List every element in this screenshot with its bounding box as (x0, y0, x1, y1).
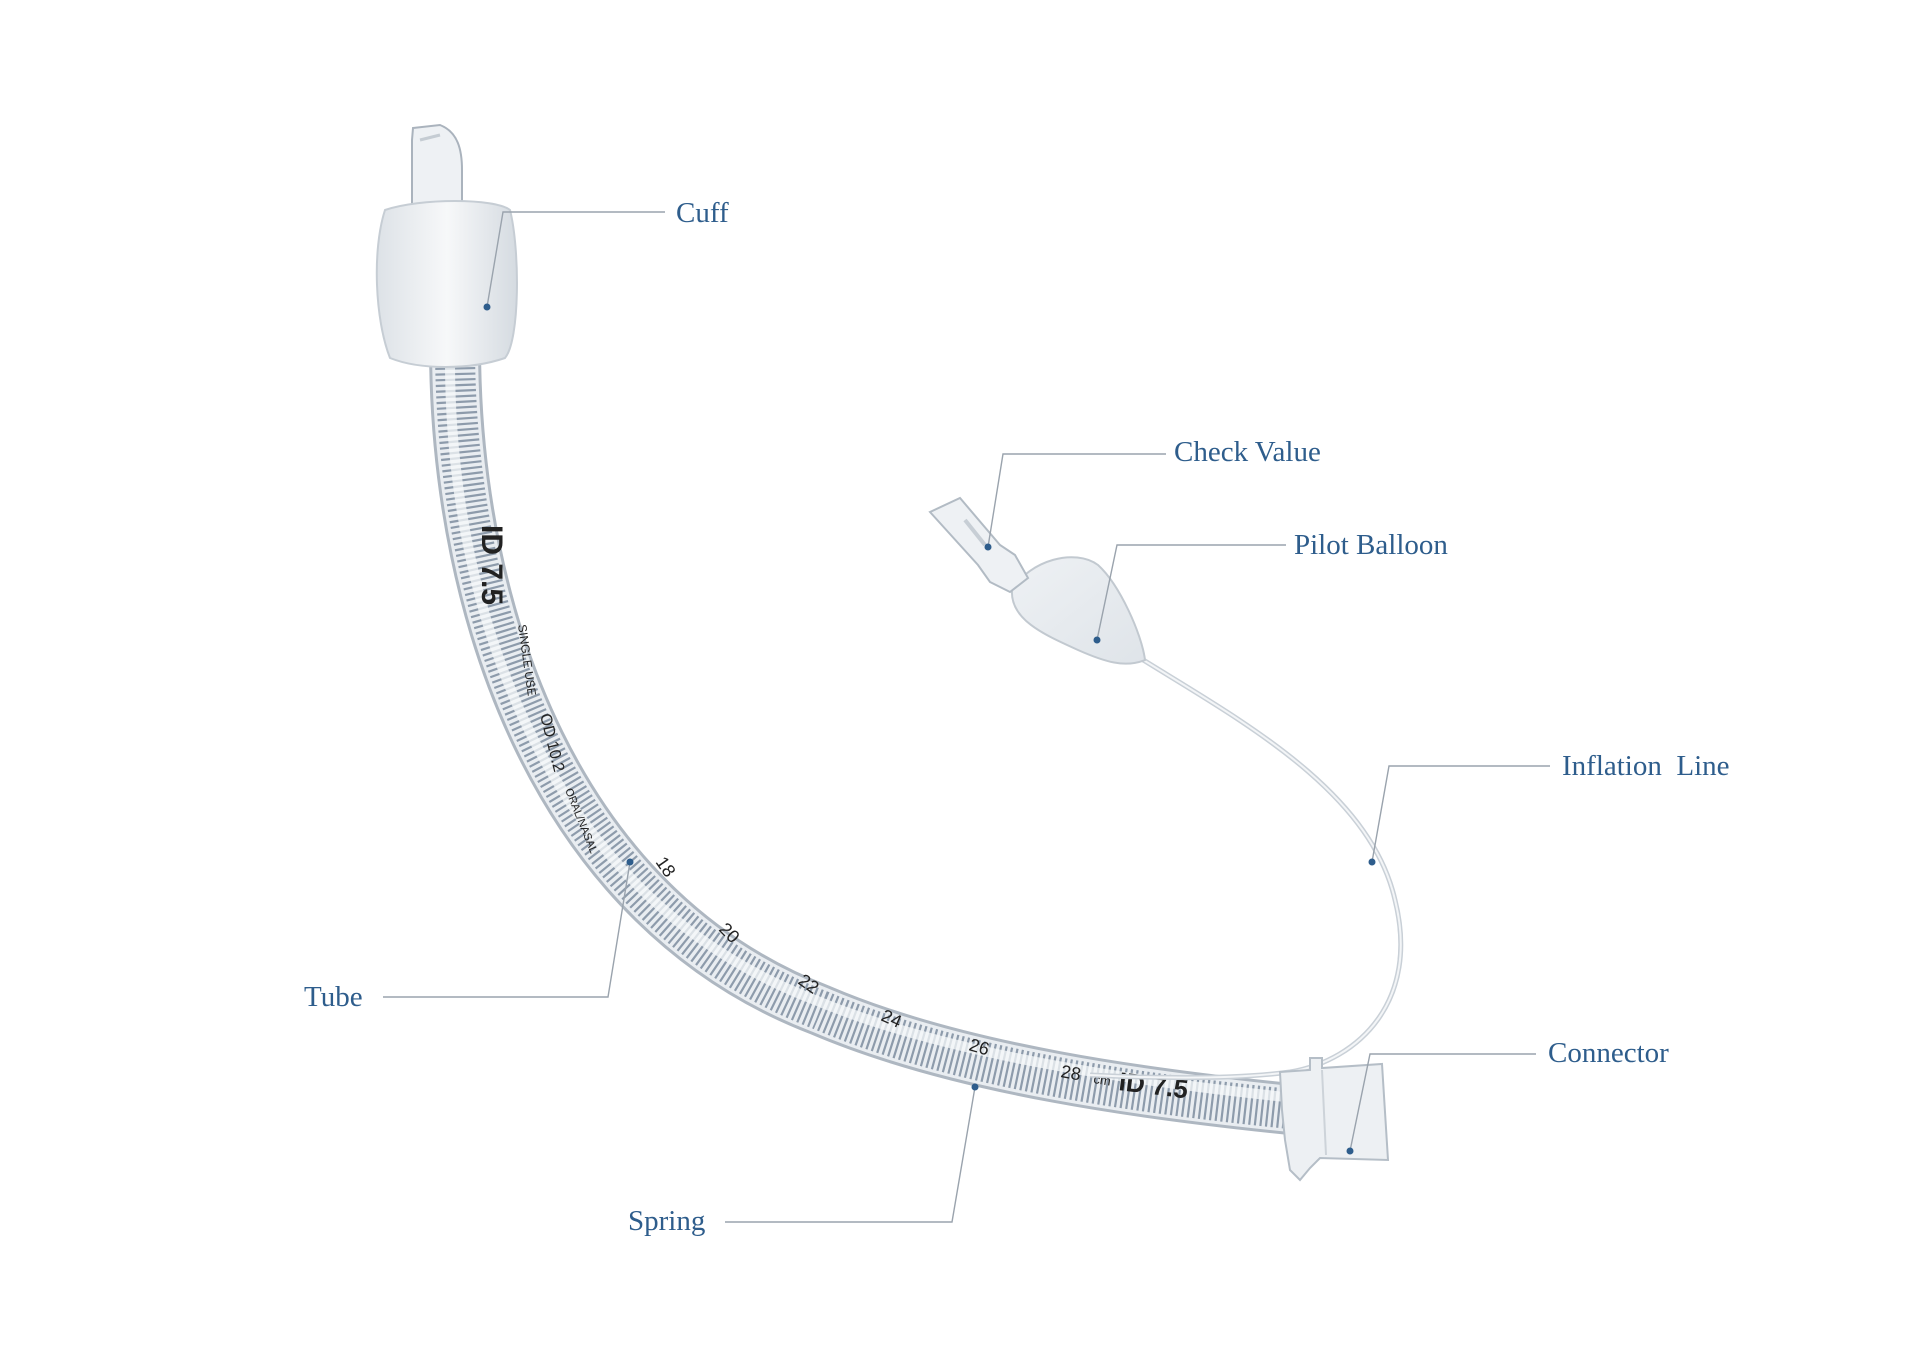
leader-tube (383, 858, 634, 998)
leader-spring (725, 1083, 979, 1223)
label-connector: Connector (1548, 1037, 1669, 1069)
leader-cuff (483, 211, 665, 311)
leader-pilot-balloon (1093, 544, 1286, 644)
label-inflation-line: Inflation Line (1562, 750, 1730, 782)
tube-marking-28: 28 (1059, 1061, 1082, 1084)
tube-highlight (445, 359, 1296, 1103)
leader-connector (1346, 1053, 1536, 1155)
leader-inflation-line (1368, 765, 1550, 866)
inflation-line-shape (1089, 655, 1404, 1081)
tube-tip (411, 123, 463, 206)
cuff-shape (375, 200, 518, 368)
label-tube: Tube (304, 981, 363, 1013)
label-cuff: Cuff (676, 197, 729, 229)
label-spring: Spring (628, 1205, 705, 1237)
tube-marking-id-upper: ID 7.5 (475, 525, 508, 605)
tube-body (429, 344, 1303, 1136)
tube-fill (432, 344, 1303, 1133)
pilot-balloon-shape (1010, 556, 1147, 665)
label-pilot-balloon: Pilot Balloon (1294, 529, 1448, 561)
leader-check-valve (984, 453, 1166, 551)
check-valve-shape (928, 496, 1030, 594)
label-check-valve: Check Value (1174, 436, 1321, 468)
connector-shape (1278, 1057, 1390, 1182)
